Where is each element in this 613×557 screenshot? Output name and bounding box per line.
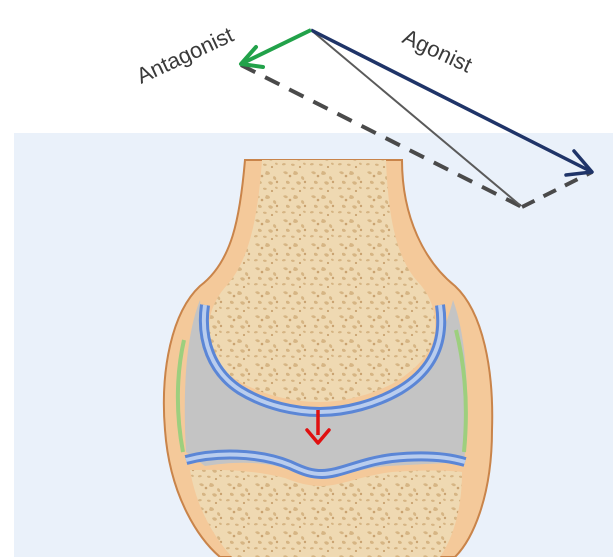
agonist-label: Agonist xyxy=(399,24,476,78)
antagonist-label: Antagonist xyxy=(133,22,238,89)
antagonist-vector xyxy=(241,30,311,67)
